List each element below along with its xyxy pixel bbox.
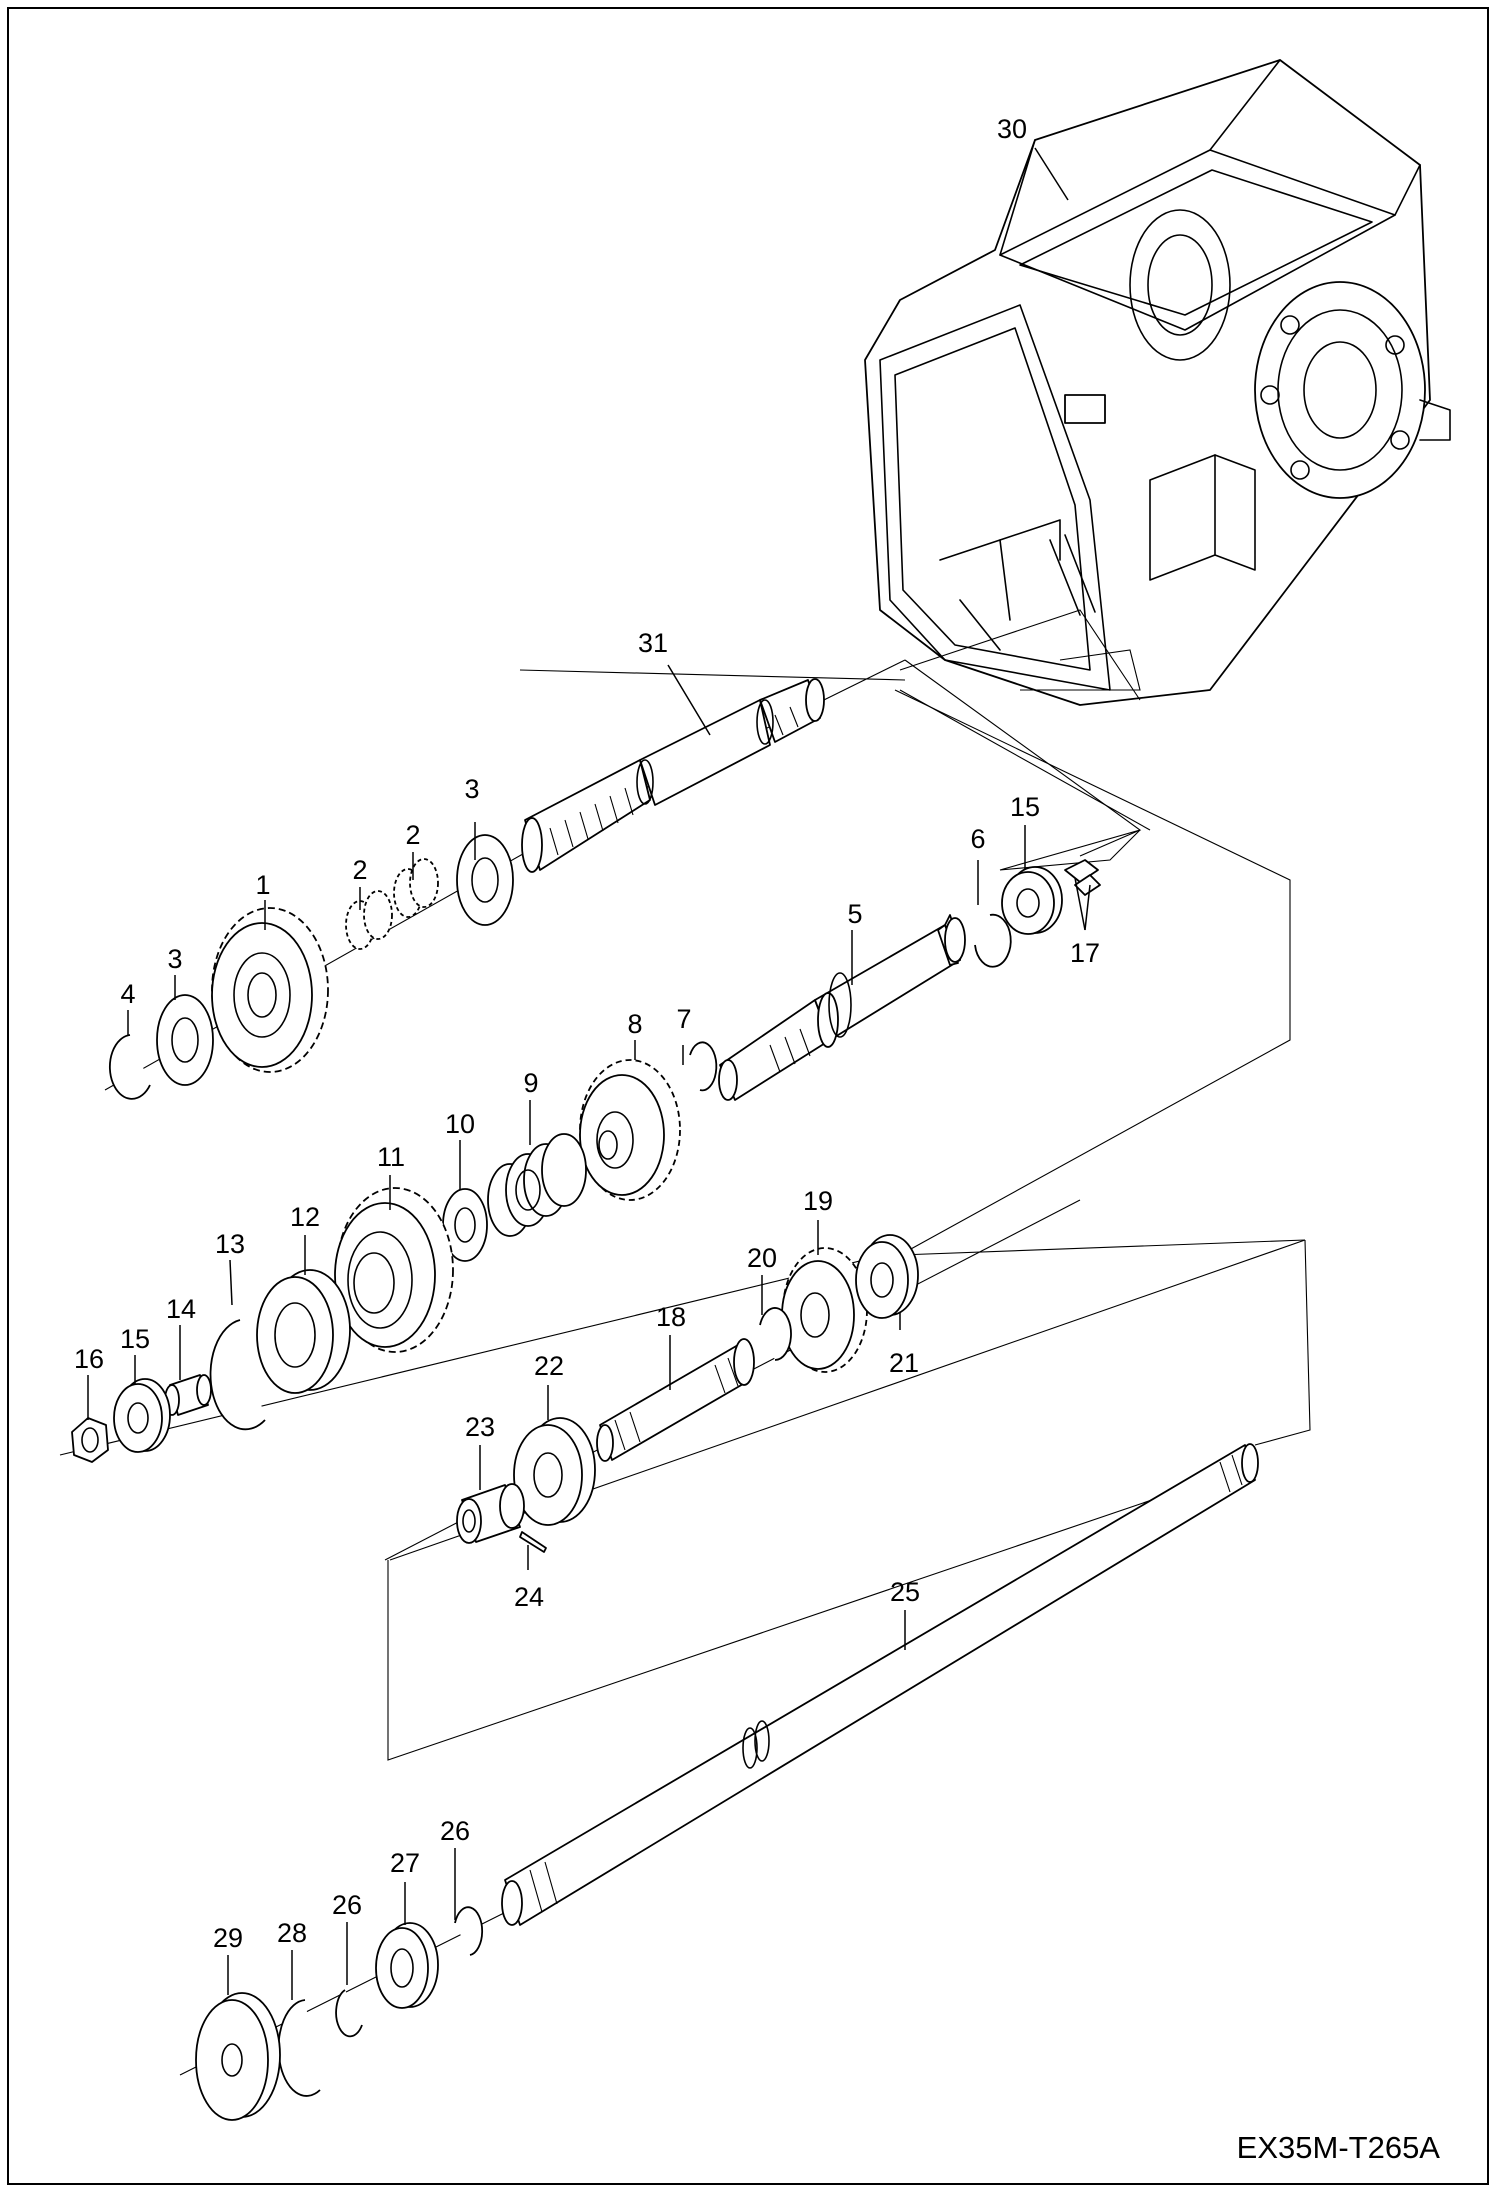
snap-ring-26-upper	[454, 1906, 484, 1956]
callout-7: 7	[676, 1004, 691, 1034]
thrust-washer-3-upper	[456, 834, 514, 926]
snap-ring-4	[108, 1034, 151, 1100]
callout-31: 31	[638, 628, 668, 658]
countershaft	[718, 914, 966, 1101]
collar-23	[456, 1483, 525, 1544]
callout-26-lower: 26	[332, 1890, 362, 1920]
callout-19: 19	[803, 1186, 833, 1216]
callout-3-lower: 3	[167, 944, 182, 974]
needle-bearing-2-b	[393, 858, 439, 918]
gear-11	[334, 1187, 454, 1353]
cover-29	[195, 1992, 281, 2121]
snap-ring-6	[974, 913, 1012, 968]
spring-9	[487, 1133, 587, 1237]
callout-15-lower: 15	[120, 1324, 150, 1354]
nut-16	[71, 1417, 109, 1463]
callout-6: 6	[970, 824, 985, 854]
gear-19	[781, 1247, 868, 1373]
oil-seal-27	[375, 1922, 439, 2009]
callout-28: 28	[277, 1918, 307, 1948]
gear-8	[579, 1059, 681, 1201]
callout-16: 16	[74, 1344, 104, 1374]
long-shaft	[501, 1443, 1259, 1926]
bearing-22	[513, 1417, 596, 1526]
callout-2-b: 2	[405, 820, 420, 850]
callout-9: 9	[523, 1068, 538, 1098]
callout-17: 17	[1070, 938, 1100, 968]
callout-21: 21	[889, 1348, 919, 1378]
snap-ring-20	[759, 1307, 792, 1361]
snap-ring-7	[689, 1041, 718, 1092]
callout-15-upper: 15	[1010, 792, 1040, 822]
snap-ring-13	[209, 1319, 266, 1431]
callout-2-a: 2	[352, 855, 367, 885]
callout-22: 22	[534, 1351, 564, 1381]
shaft-18	[596, 1338, 755, 1462]
callout-1: 1	[255, 870, 270, 900]
callout-11: 11	[377, 1142, 405, 1172]
callout-10: 10	[445, 1109, 475, 1139]
callout-27: 27	[390, 1848, 420, 1878]
callout-29: 29	[213, 1923, 243, 1953]
callout-30: 30	[997, 114, 1027, 144]
bearing-15-lower	[113, 1378, 171, 1453]
callout-13: 13	[215, 1229, 245, 1259]
leader-lines	[87, 147, 1091, 2000]
input-shaft	[521, 678, 825, 873]
callout-25: 25	[890, 1577, 920, 1607]
snap-ring-26-lower	[335, 1989, 363, 2038]
callout-18: 18	[656, 1302, 686, 1332]
gear-1	[211, 907, 329, 1073]
callout-12: 12	[290, 1202, 320, 1232]
callout-23: 23	[465, 1412, 495, 1442]
callout-24: 24	[514, 1582, 544, 1612]
bearing-21	[855, 1234, 919, 1319]
callout-14: 14	[166, 1294, 196, 1324]
drawing-code: EX35M-T265A	[1237, 2130, 1441, 2165]
needle-bearing-2-a	[345, 890, 393, 950]
assembly-guide-lines	[387, 609, 1311, 1761]
callout-20: 20	[747, 1243, 777, 1273]
callout-26-upper: 26	[440, 1816, 470, 1846]
bearing-12	[256, 1269, 351, 1394]
thrust-washer-3-lower	[156, 994, 214, 1086]
bearing-15-upper	[1001, 866, 1063, 935]
callout-3-upper: 3	[464, 774, 479, 804]
pin-24	[519, 1531, 547, 1553]
callout-4: 4	[120, 979, 135, 1009]
callout-labels: 30 31 3 2 2 1 3 4 5 6 15 17 7 8 9 10 11 …	[74, 114, 1100, 1953]
callout-8: 8	[627, 1009, 642, 1039]
callout-5: 5	[847, 899, 862, 929]
